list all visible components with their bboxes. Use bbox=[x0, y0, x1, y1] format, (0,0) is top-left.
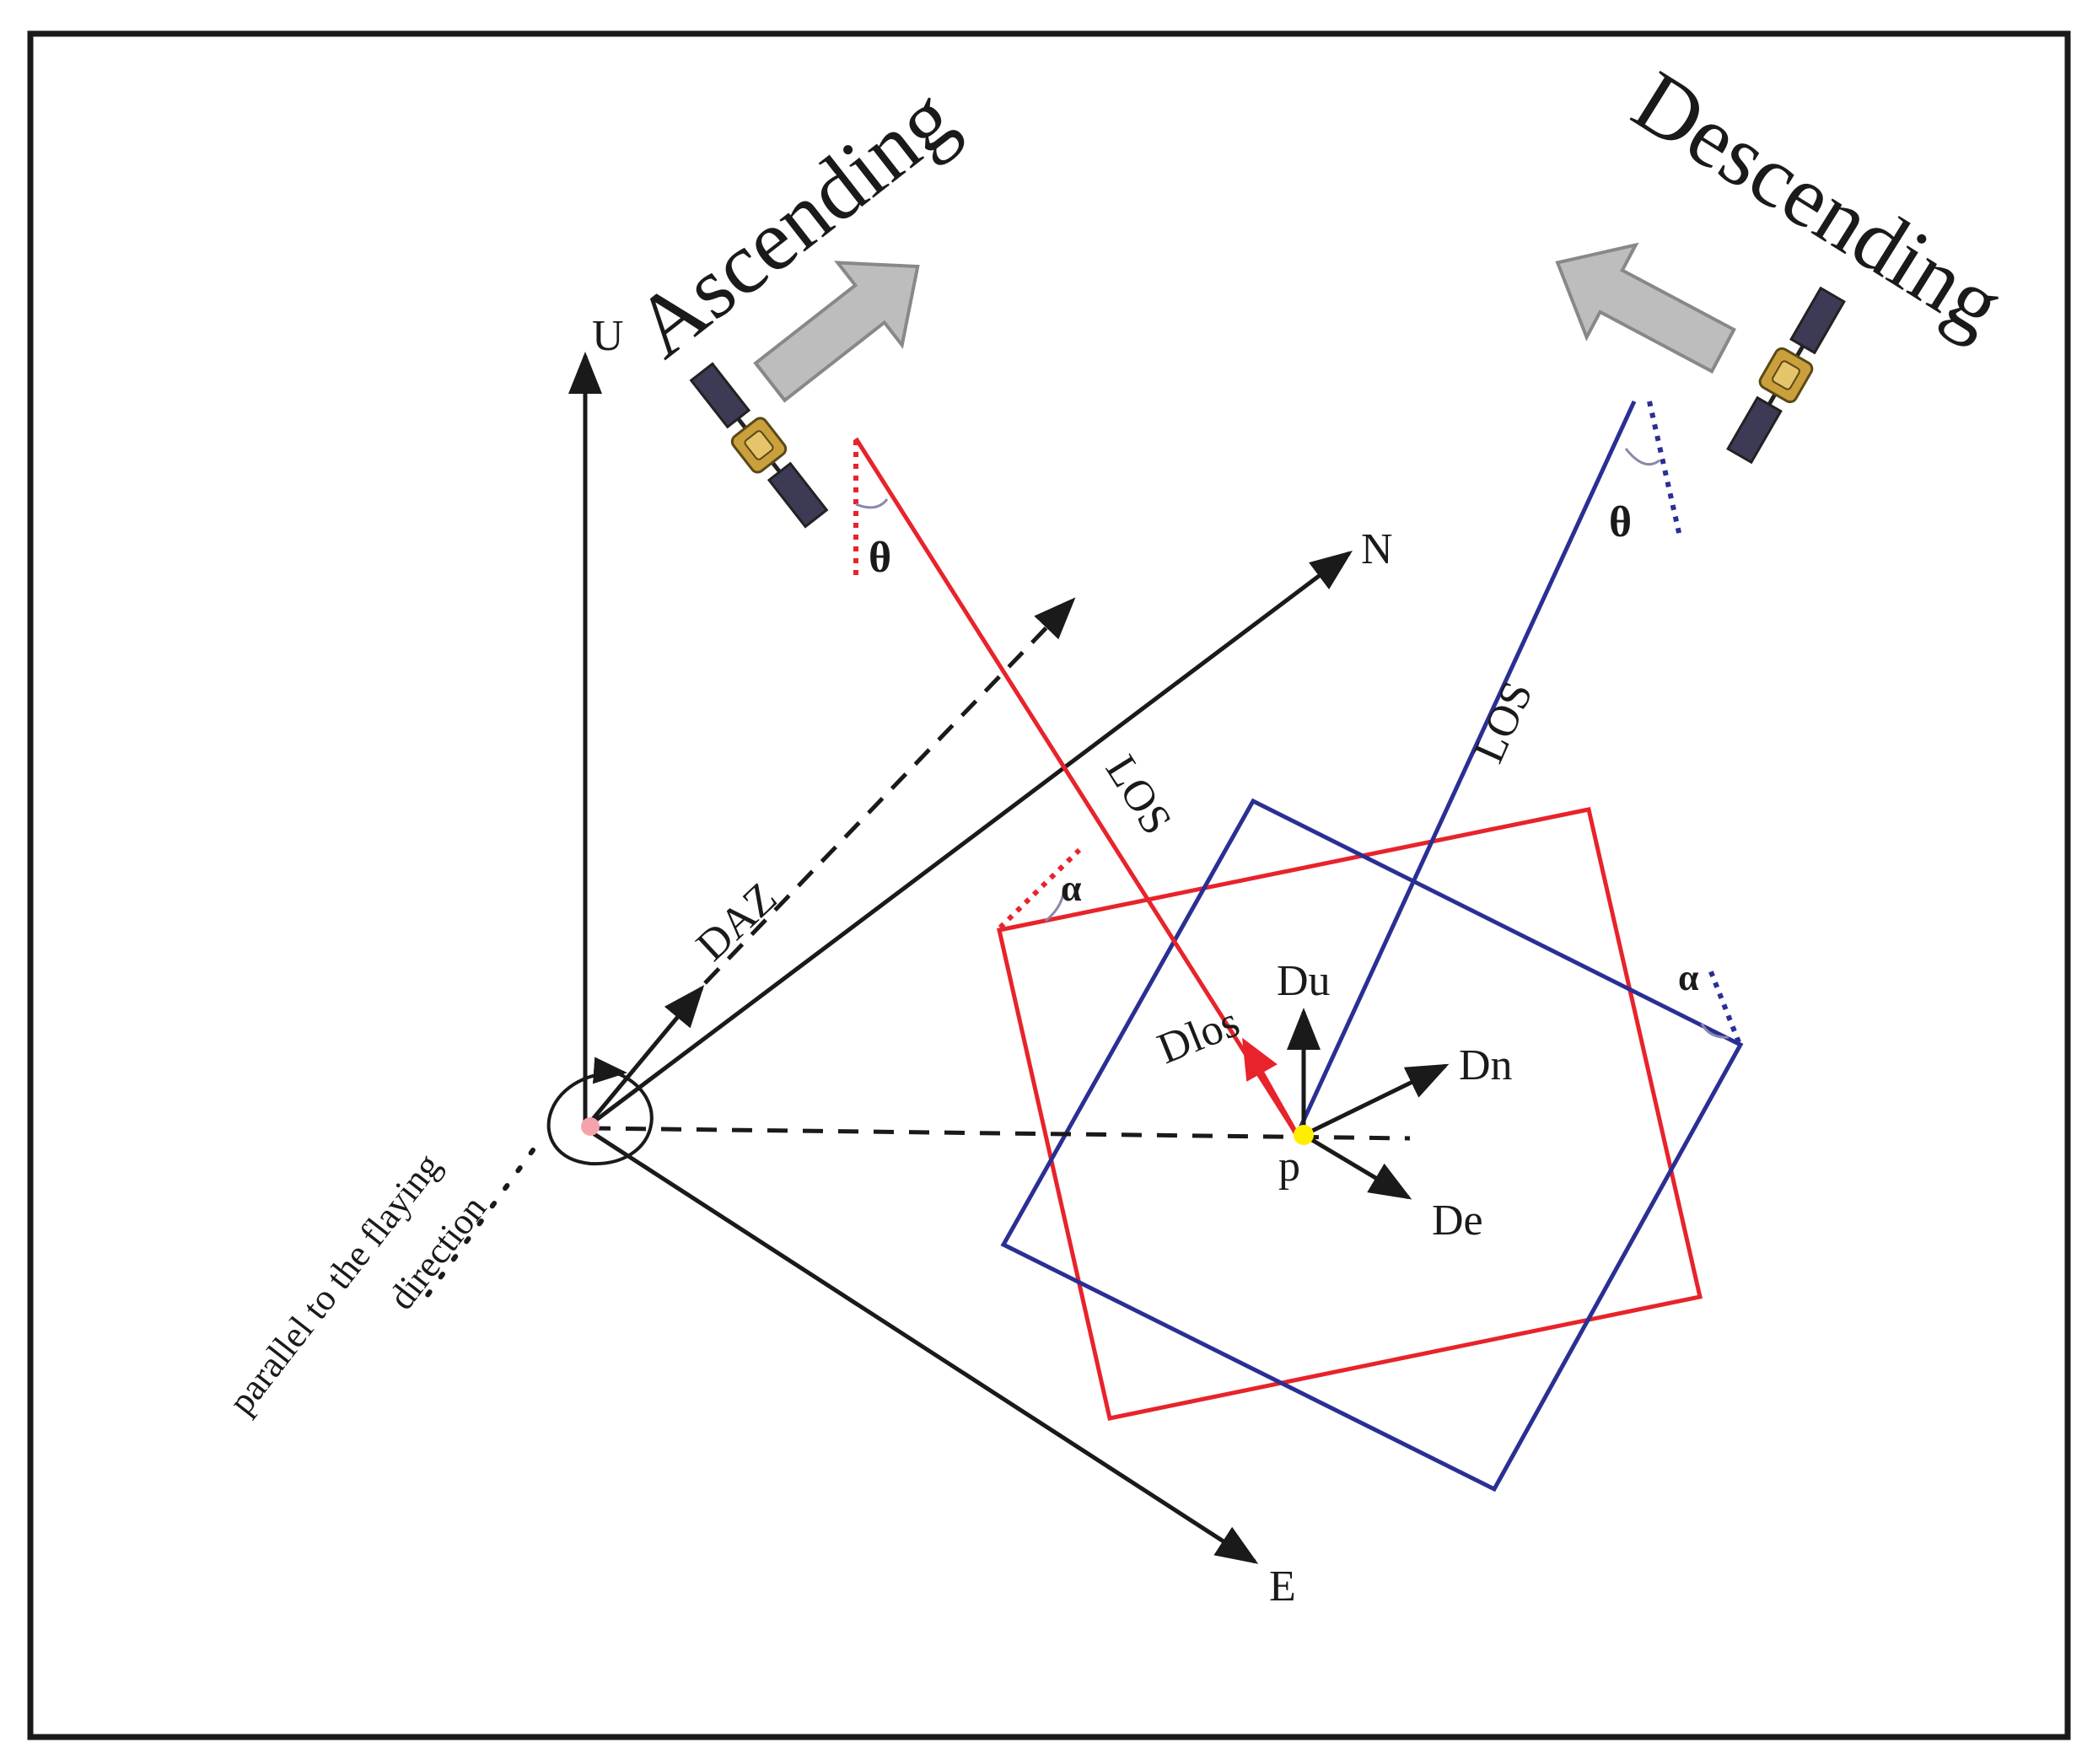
flight-direction-arrow-icon bbox=[1555, 242, 1736, 374]
u-axis-label: U bbox=[592, 312, 624, 360]
ascending-alpha-arc bbox=[1045, 885, 1066, 922]
ascending-los-label: LOS bbox=[1096, 747, 1181, 843]
point-p-label: p bbox=[1278, 1143, 1300, 1191]
ascending-footprint bbox=[996, 807, 1703, 1421]
descending-vertical-dotted bbox=[1647, 401, 1682, 537]
descending-los-line bbox=[1294, 400, 1637, 1137]
descending-theta-arc bbox=[1624, 448, 1660, 466]
satellite-icon bbox=[1726, 286, 1846, 465]
rotation-loop-arrow bbox=[592, 1057, 627, 1084]
daz-label: DAZ bbox=[687, 874, 786, 971]
de-arrow bbox=[1302, 1132, 1412, 1200]
ascending-los-line bbox=[853, 437, 1299, 1137]
descending-alpha-dotted bbox=[1708, 968, 1741, 1044]
descending-satellite bbox=[1555, 242, 1846, 465]
origin-point bbox=[581, 1117, 600, 1136]
satellite-icon bbox=[689, 362, 829, 529]
flight-direction-arrow-icon bbox=[753, 261, 920, 403]
descending-los-label: LOS bbox=[1465, 675, 1542, 770]
e-axis bbox=[584, 1126, 1259, 1564]
ascending-theta-label: θ bbox=[869, 534, 891, 582]
n-axis bbox=[584, 550, 1353, 1130]
ascending-theta-arc bbox=[855, 498, 889, 509]
descending-alpha-arc bbox=[1700, 1023, 1730, 1039]
ascending-label: Ascending bbox=[616, 69, 971, 376]
descending-theta-label: θ bbox=[1609, 498, 1632, 546]
e-axis-label: E bbox=[1269, 1562, 1296, 1611]
descending-alpha-label: α bbox=[1678, 957, 1699, 998]
dlos-label: Dlos bbox=[1151, 998, 1245, 1073]
ascending-satellite bbox=[689, 261, 920, 529]
dlos-arrow bbox=[1242, 1037, 1299, 1137]
flying-direction-dotted bbox=[422, 1148, 535, 1301]
point-p-marker bbox=[1294, 1125, 1314, 1145]
diagram-frame bbox=[27, 30, 2071, 1740]
dn-label: Dn bbox=[1459, 1041, 1513, 1089]
du-label: Du bbox=[1277, 957, 1331, 1005]
rotation-loop bbox=[546, 1070, 654, 1166]
daz-short-arrow bbox=[584, 985, 705, 1130]
n-axis-label: N bbox=[1361, 525, 1393, 573]
de-label: De bbox=[1432, 1197, 1483, 1245]
ascending-alpha-label: α bbox=[1061, 868, 1082, 909]
daz-dashed-arrow bbox=[703, 597, 1076, 985]
horizontal-dashed-line bbox=[589, 1126, 1411, 1141]
dn-arrow bbox=[1302, 1063, 1450, 1137]
descending-footprint bbox=[1000, 798, 1744, 1492]
